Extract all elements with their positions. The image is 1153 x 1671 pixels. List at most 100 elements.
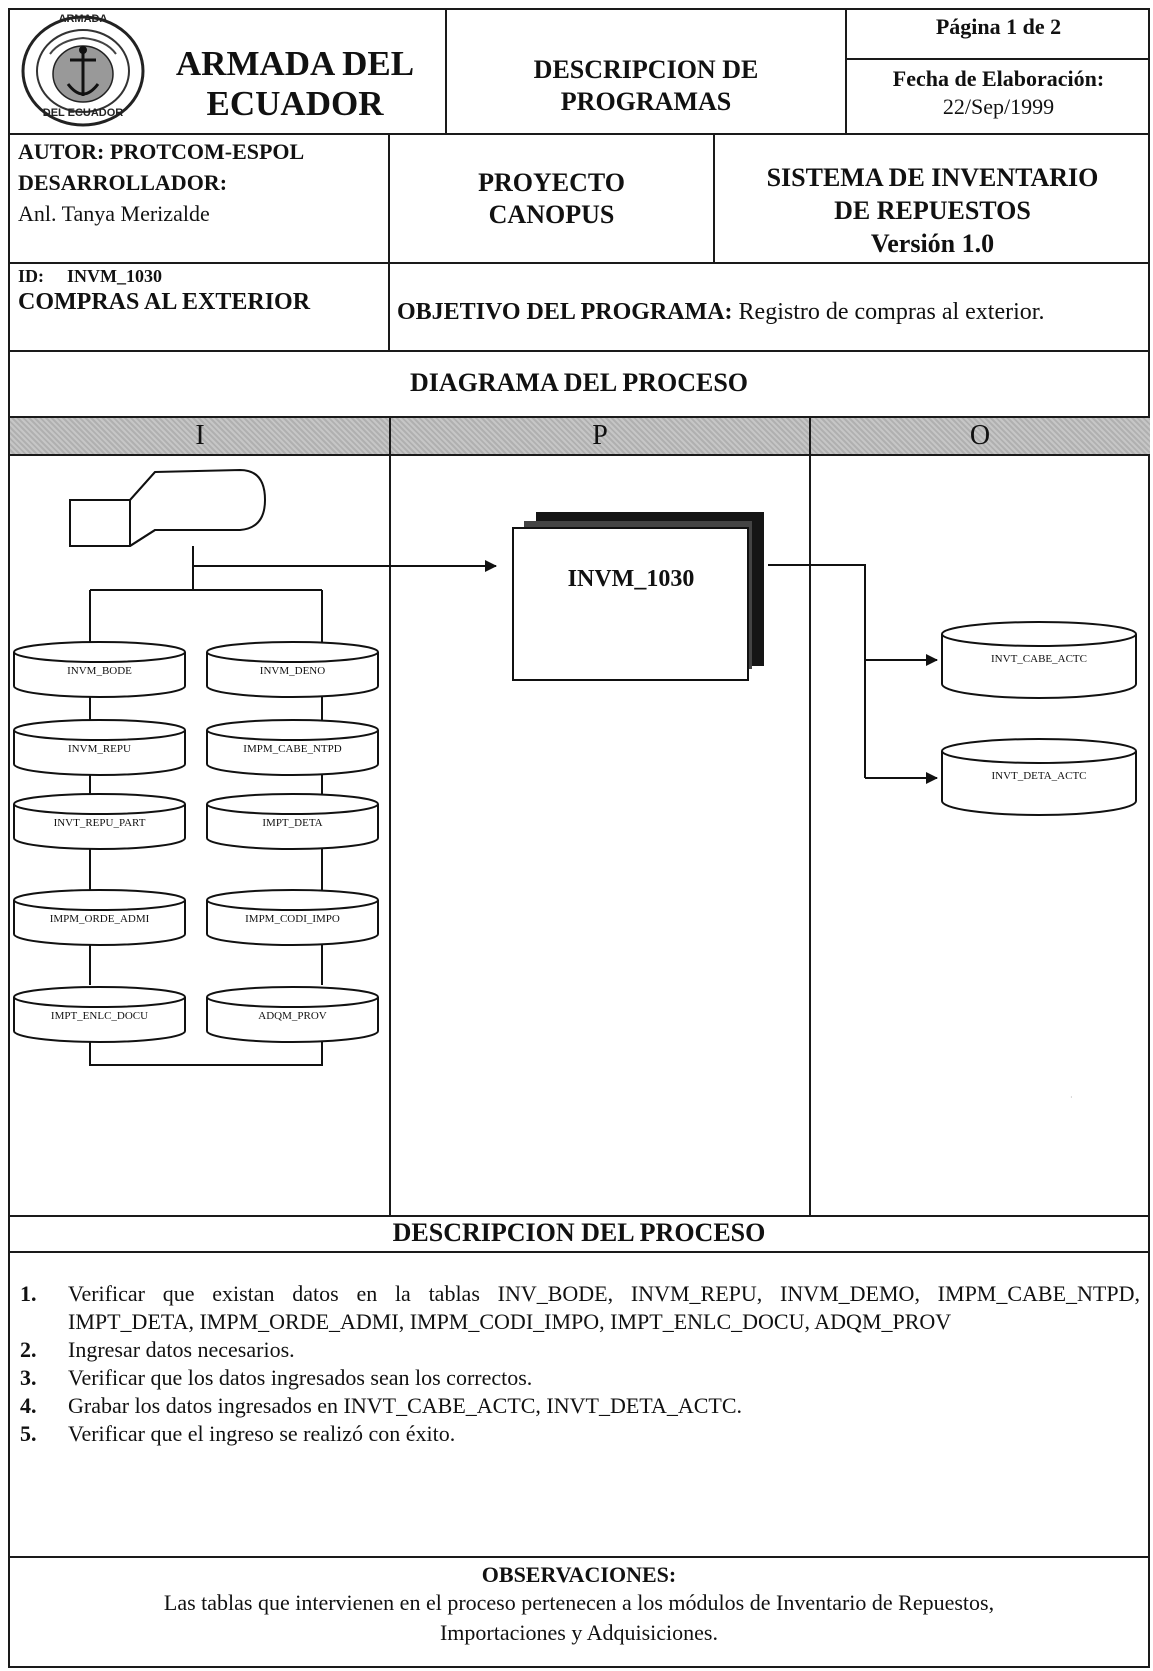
- diagram-title: DIAGRAMA DEL PROCESO: [409, 368, 749, 397]
- objective-label: OBJETIVO DEL PROGRAMA:: [397, 299, 733, 325]
- step-number: 3.: [20, 1365, 37, 1390]
- rule-ipo-band-bottom: [8, 454, 1150, 456]
- step-item: 3. Verificar que los datos ingresados se…: [20, 1364, 1140, 1392]
- rule-v-project-1: [388, 134, 390, 351]
- program-name: COMPRAS AL EXTERIOR: [18, 289, 311, 315]
- step-item: 4. Grabar los datos ingresados en INVT_C…: [20, 1392, 1140, 1420]
- column-output: O: [969, 420, 991, 451]
- observations-title: OBSERVACIONES:: [481, 1562, 677, 1587]
- rule-v-band-1: [389, 418, 391, 454]
- description-title: DESCRIPCION DEL PROCESO: [392, 1218, 766, 1247]
- author: AUTOR: PROTCOM-ESPOL: [18, 139, 305, 164]
- date-value: 22/Sep/1999: [942, 94, 1055, 119]
- project-name: PROYECTO CANOPUS: [390, 167, 713, 231]
- step-number: 5.: [20, 1421, 37, 1446]
- observations-line1: Las tablas que intervienen en el proceso…: [163, 1590, 995, 1615]
- rule-v-band-2: [809, 418, 811, 454]
- input-db-invm-bode: INVM_BODE: [12, 640, 187, 700]
- input-db-impm-orde-admi: IMPM_ORDE_ADMI: [12, 888, 187, 948]
- db-label: IMPM_CODI_IMPO: [245, 913, 340, 925]
- rule-v-project-2: [713, 134, 715, 263]
- input-db-impt-enlc-docu: IMPT_ENLC_DOCU: [12, 985, 187, 1045]
- input-db-invm-deno: INVM_DENO: [205, 640, 380, 700]
- project-line2: CANOPUS: [488, 200, 615, 229]
- mark-dot: ·: [1070, 1093, 1073, 1102]
- program-id: ID: INVM_1030: [18, 266, 388, 287]
- process-box: INVM_1030: [567, 566, 695, 592]
- org-name-line2: ECUADOR: [206, 84, 384, 123]
- output-db-invt-deta-actc: INVT_DETA_ACTC: [940, 737, 1138, 817]
- input-db-adqm-prov: ADQM_PROV: [205, 985, 380, 1045]
- db-label: ADQM_PROV: [258, 1010, 327, 1022]
- observations-line2: Importaciones y Adquisiciones.: [439, 1620, 718, 1645]
- rule-v-ipo-1: [389, 417, 391, 1216]
- rule-diagram-bottom: [8, 1215, 1150, 1217]
- output-db-invt-cabe-actc: INVT_CABE_ACTC: [940, 620, 1138, 700]
- input-db-invt-repu-part: INVT_REPU_PART: [12, 792, 187, 852]
- navy-seal: [20, 14, 146, 128]
- step-number: 2.: [20, 1337, 37, 1362]
- developer-name: Anl. Tanya Merizalde: [18, 201, 210, 226]
- program-objective: OBJETIVO DEL PROGRAMA: Registro de compr…: [397, 299, 1147, 326]
- rule-diagram-title-bottom: [8, 416, 1150, 418]
- input-db-impm-codi-impo: IMPM_CODI_IMPO: [205, 888, 380, 948]
- rule-desc-bottom: [8, 1556, 1150, 1558]
- step-text: Grabar los datos ingresados en INVT_CABE…: [68, 1393, 743, 1418]
- ipo-band: [10, 418, 1150, 454]
- rule-v-ipo-2: [809, 417, 811, 1216]
- step-item: 1. Verificar que existan datos en la tab…: [20, 1280, 1140, 1336]
- step-text: Verificar que el ingreso se realizó con …: [68, 1421, 456, 1446]
- step-text: Verificar que existan datos en la tablas…: [68, 1281, 1140, 1334]
- rule-desc-title-bottom: [8, 1251, 1150, 1253]
- db-label: INVT_CABE_ACTC: [991, 653, 1087, 665]
- page-frame: [8, 8, 1150, 1668]
- objective-text: Registro de compras al exterior.: [732, 299, 1045, 325]
- seal-text-top: ARMADA: [58, 13, 108, 25]
- rule-header-bottom: [8, 133, 1150, 135]
- db-label: IMPT_DETA: [262, 817, 323, 829]
- input-db-invm-repu: INVM_REPU: [12, 718, 187, 778]
- rule-page-small: [846, 58, 1150, 60]
- rule-v-header-2: [845, 8, 847, 134]
- program-id-label: ID:: [18, 266, 44, 286]
- page-number: Página 1 de 2: [935, 14, 1062, 39]
- db-label: IMPT_ENLC_DOCU: [50, 1010, 149, 1022]
- org-name-line1: ARMADA DEL: [175, 44, 415, 83]
- date-label: Fecha de Elaboración:: [892, 66, 1105, 91]
- db-label: INVM_BODE: [67, 665, 132, 677]
- system-line1: SISTEMA DE INVENTARIO: [766, 163, 1099, 192]
- column-process: P: [592, 420, 608, 451]
- input-db-impm-cabe-ntpd: IMPM_CABE_NTPD: [205, 718, 380, 778]
- rule-v-header-1: [445, 8, 447, 134]
- db-label: INVT_DETA_ACTC: [991, 770, 1087, 782]
- rule-project-bottom: [8, 262, 1150, 264]
- description-steps: 1. Verificar que existan datos en la tab…: [20, 1280, 1140, 1448]
- system-version: Versión 1.0: [870, 229, 995, 258]
- doc-type-line2: PROGRAMAS: [560, 87, 732, 116]
- step-number: 4.: [20, 1393, 37, 1418]
- db-label: INVM_REPU: [68, 743, 131, 755]
- step-item: 2. Ingresar datos necesarios.: [20, 1336, 1140, 1364]
- system-name: SISTEMA DE INVENTARIO DE REPUESTOS Versi…: [715, 161, 1150, 260]
- db-label: IMPM_CABE_NTPD: [243, 743, 342, 755]
- org-name: ARMADA DEL ECUADOR: [150, 44, 440, 124]
- project-line1: PROYECTO: [478, 168, 625, 197]
- online-input-symbol: [69, 468, 267, 547]
- step-text: Ingresar datos necesarios.: [68, 1337, 295, 1362]
- system-line2: DE REPUESTOS: [834, 196, 1031, 225]
- db-label: INVT_REPU_PART: [53, 817, 146, 829]
- doc-type: DESCRIPCION DE PROGRAMAS: [447, 54, 845, 118]
- input-db-impt-deta: IMPT_DETA: [205, 792, 380, 852]
- db-label: IMPM_ORDE_ADMI: [49, 913, 150, 925]
- doc-type-line1: DESCRIPCION DE: [533, 55, 759, 84]
- seal-text-bottom: DEL ECUADOR: [42, 107, 124, 119]
- step-number: 1.: [20, 1281, 37, 1306]
- program-id-value: INVM_1030: [67, 266, 162, 286]
- step-item: 5. Verificar que el ingreso se realizó c…: [20, 1420, 1140, 1448]
- step-text: Verificar que los datos ingresados sean …: [68, 1365, 533, 1390]
- column-input: I: [195, 420, 205, 451]
- rule-program-bottom: [8, 350, 1150, 352]
- developer-label: DESARROLLADOR:: [18, 170, 228, 195]
- db-label: INVM_DENO: [259, 665, 326, 677]
